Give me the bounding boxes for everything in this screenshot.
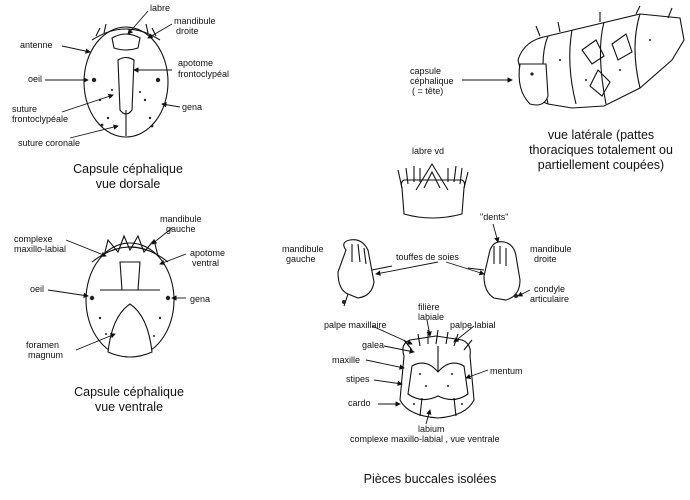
label-labium: labium [418, 424, 445, 434]
label-labre-vd: labre vd [412, 146, 445, 156]
label-palpe-labial: palpe labial [450, 320, 496, 330]
label-mandibule-gauche-2: gauche [286, 254, 316, 264]
label-gena-ventral: gena [190, 294, 211, 304]
label-capsule: capsule [410, 66, 442, 76]
label-mandibule-droite-1: mandibule [530, 244, 572, 254]
label-apotome-dorsal: apotome [178, 58, 214, 68]
label-mandibule-droite-2: droite [534, 254, 557, 264]
labrum-drawing [397, 162, 469, 219]
label-suture: suture [12, 104, 38, 114]
label-dents: "dents" [480, 212, 509, 222]
label-mandibule-gauche-1: mandibule [282, 244, 324, 254]
caption-pieces-buccales: Pièces buccales isolées [363, 472, 497, 486]
right-mandible-drawing [467, 241, 521, 301]
maxillo-labial-complex-drawing [399, 329, 475, 419]
caption-ventral-2: vue ventrale [94, 400, 164, 414]
caption-dorsal-2: vue dorsale [95, 177, 161, 191]
label-frontoclypeale: frontoclypéale [12, 114, 69, 124]
label-oeil-ventral: oeil [30, 284, 45, 294]
label-complexe-maxillo-labial: complexe maxillo-labial , vue ventrale [350, 434, 500, 444]
label-condyle: condyle [534, 284, 566, 294]
label-tete: ( = tête) [412, 86, 444, 96]
caption-dorsal-1: Capsule céphalique [73, 162, 183, 176]
label-mandibule-dorsal: mandibule [174, 16, 216, 26]
label-ventral: ventral [192, 258, 220, 268]
label-apotome-ventral: apotome [190, 248, 226, 258]
label-palpe-maxillaire: palpe maxillaire [324, 320, 387, 330]
label-gena-dorsal: gena [182, 102, 203, 112]
caption-lateral-2: thoraciques totalement ou [529, 143, 673, 157]
label-antenne-dorsal: antenne [20, 40, 53, 50]
label-galea: galea [362, 340, 385, 350]
caption-lateral-1: vue latérale (pattes [547, 128, 655, 142]
label-maxillo-labial-ventral: maxillo-labial [14, 244, 67, 254]
label-stipes: stipes [346, 374, 370, 384]
label-labiale: labiale [418, 312, 445, 322]
caption-lateral-3: partiellement coupées) [537, 158, 665, 172]
label-cardo: cardo [348, 398, 371, 408]
label-magnum: magnum [28, 350, 64, 360]
label-mandibule-ventral: mandibule [160, 214, 202, 224]
label-complexe-ventral: complexe [14, 234, 53, 244]
label-cephalique: céphalique [410, 76, 454, 86]
label-frontoclypeal: frontoclypéal [178, 69, 230, 79]
dorsal-head-capsule [83, 23, 169, 138]
label-gauche-ventral: gauche [166, 224, 196, 234]
left-mandible-drawing [337, 239, 393, 307]
label-maxille: maxille [332, 355, 361, 365]
label-suture-coronale: suture coronale [18, 138, 81, 148]
ventral-head-capsule [85, 234, 175, 358]
label-articulaire: articulaire [530, 294, 570, 304]
label-droite-dorsal: droite [176, 26, 199, 36]
label-labre-dorsal: labre [150, 3, 171, 13]
label-touffes: touffes de soies [396, 252, 459, 262]
lateral-view-larva [517, 5, 685, 109]
caption-ventral-1: Capsule céphalique [74, 385, 184, 399]
label-mentum: mentum [490, 366, 523, 376]
label-oeil-dorsal: oeil [28, 74, 43, 84]
label-foramen: foramen [26, 340, 60, 350]
label-filiere: filière [418, 302, 440, 312]
